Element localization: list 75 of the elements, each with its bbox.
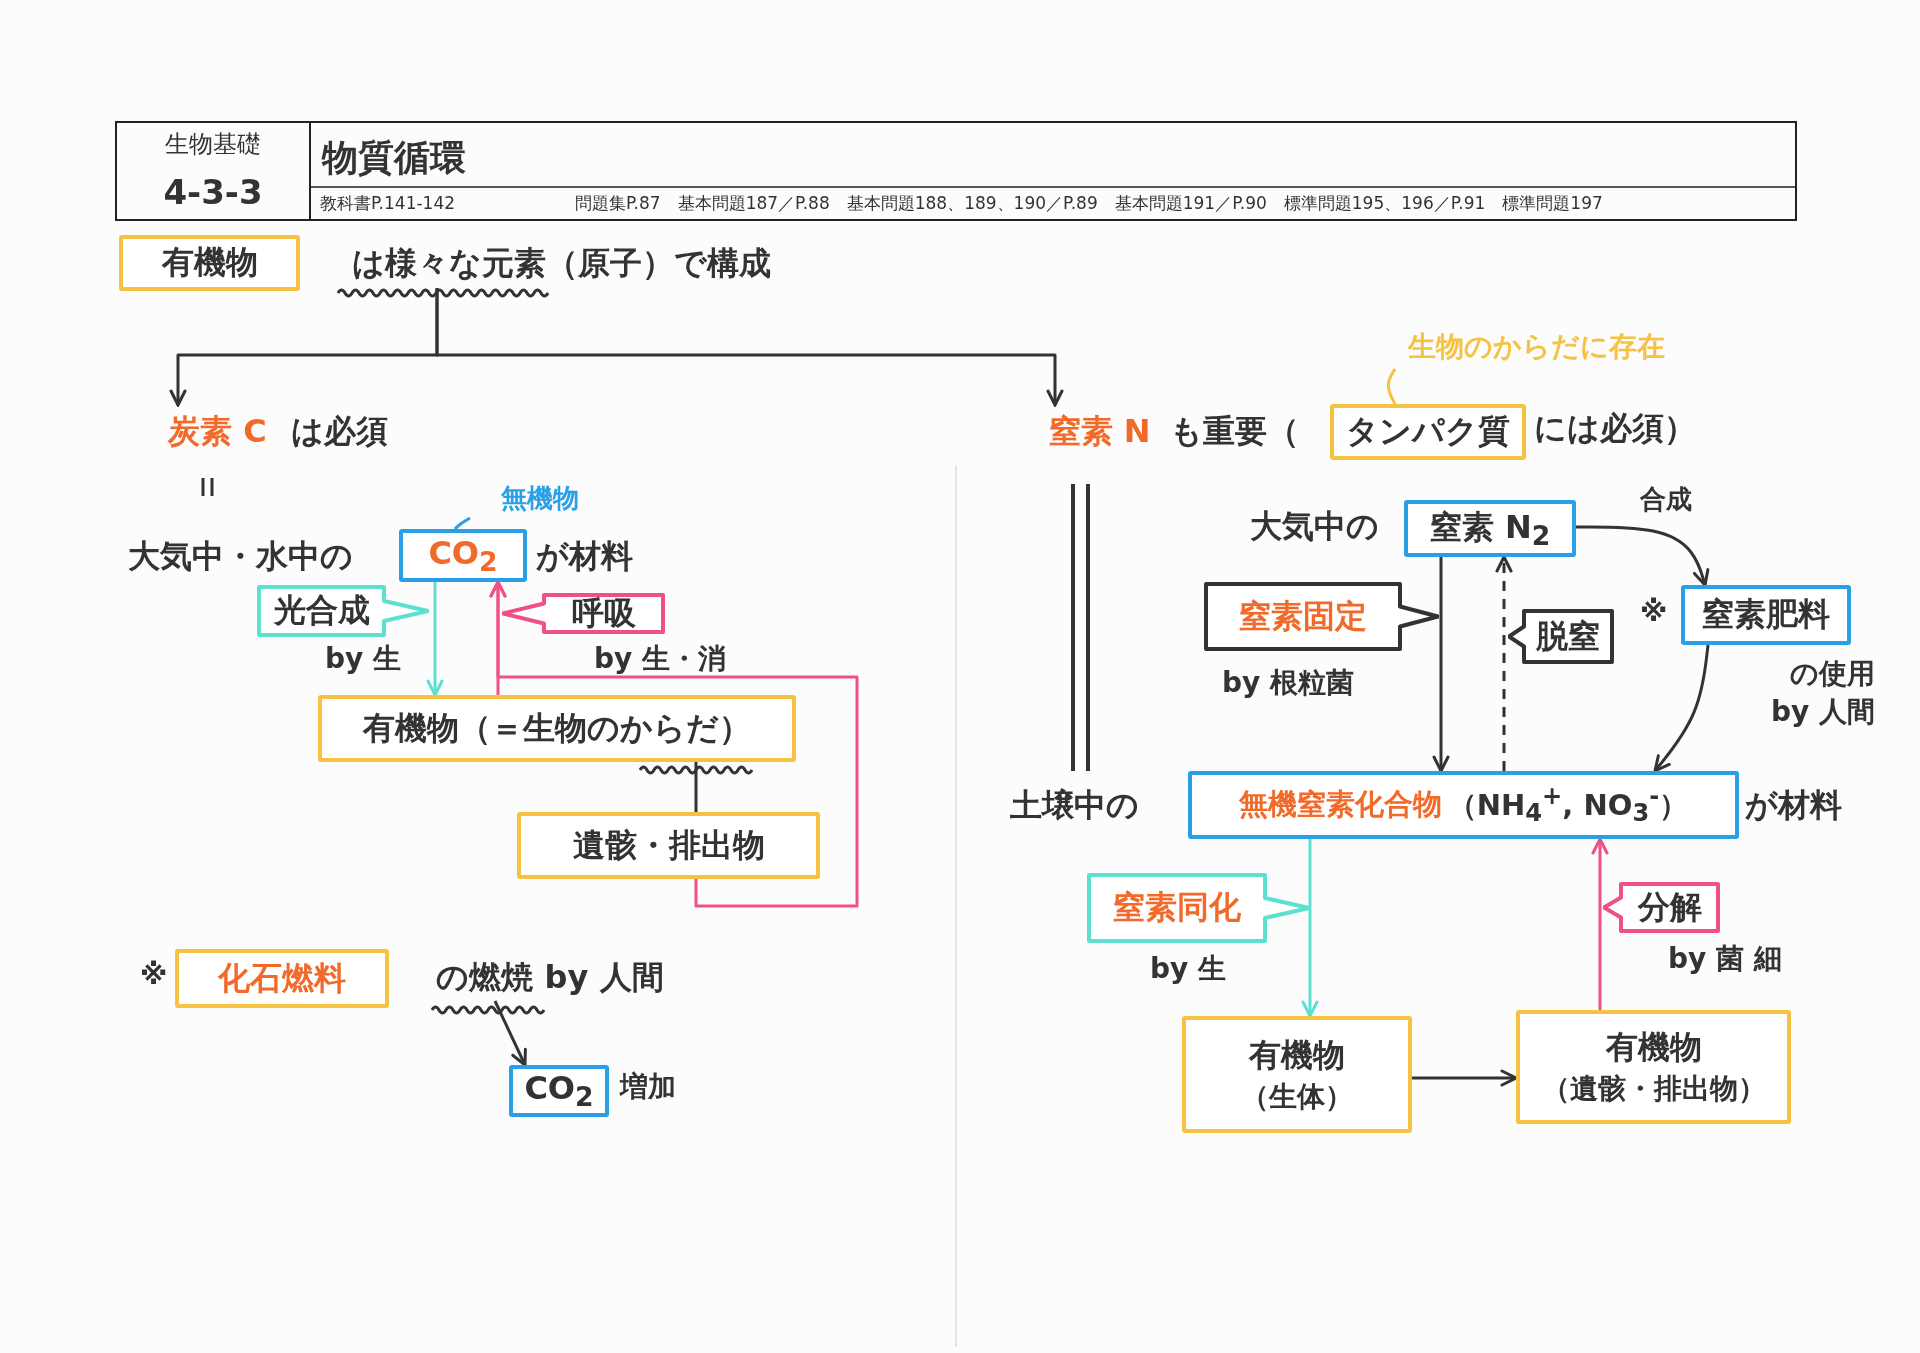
- callout-label: 分解: [1637, 886, 1702, 928]
- box-label: CO$_{2}$: [428, 533, 498, 578]
- concept-box: [119, 235, 300, 291]
- concept-box: [1182, 1016, 1412, 1133]
- callout-label: 窒素固定: [1239, 595, 1367, 637]
- concept-box: [1681, 585, 1851, 645]
- arrow: [1591, 837, 1609, 1010]
- arrow: [1412, 1069, 1518, 1087]
- note-text: by 生: [1150, 951, 1227, 987]
- label-text: 生物基礎: [164, 129, 262, 160]
- arrow: [1301, 839, 1319, 1018]
- arrow: [426, 582, 444, 697]
- connector-line: [694, 762, 698, 812]
- concept-box: [1188, 771, 1739, 839]
- heading-text: 窒素 N: [1048, 411, 1151, 452]
- note-text: の使用 by 人間: [1769, 656, 1875, 730]
- note-text: は様々な元素（原子）で構成: [306, 240, 816, 288]
- arrow: [1495, 555, 1513, 771]
- box-label: CO$_{2}$: [524, 1069, 594, 1113]
- heading-text: 炭素 C: [168, 411, 267, 452]
- note-text: 無機物: [465, 478, 615, 518]
- label-text: 教科書P.141-142: [320, 192, 456, 215]
- box-label: 無機窒素化合物: [1238, 786, 1442, 823]
- heading-text: も重要（: [1170, 411, 1300, 452]
- connector-line: [1386, 368, 1397, 405]
- arrow: [1653, 644, 1710, 773]
- box-label: 窒素 N$_{2}$: [1429, 506, 1551, 552]
- arrow: [435, 288, 1064, 407]
- label-text: 大気中・水中の: [128, 536, 353, 577]
- box-label: 有機物: [1249, 1034, 1345, 1076]
- note-text: by 菌 細: [1668, 941, 1782, 977]
- callout-label: 脱窒: [1536, 615, 1600, 657]
- arrow: [1432, 557, 1450, 773]
- box-label: 有機物（＝生物のからだ）: [363, 707, 751, 749]
- concept-box: [1516, 1010, 1791, 1124]
- label-text: が材料: [1745, 785, 1842, 826]
- box-label: （生体）: [1241, 1078, 1353, 1115]
- label-text: 4-3-3: [162, 172, 264, 212]
- arrow: [1576, 525, 1710, 587]
- note-text: 増加: [620, 1069, 676, 1105]
- callout-label: 呼吸: [571, 592, 636, 634]
- label-text: には必須）: [1534, 408, 1696, 449]
- box-label: 有機物: [1605, 1027, 1702, 1068]
- note-text: の燃焼 by 人間: [400, 955, 700, 1001]
- concept-box: [509, 1065, 609, 1117]
- label-text: 土壌中の: [1010, 785, 1139, 826]
- concept-box: [399, 529, 527, 582]
- box-label: （NH$_{4}$$^{+}$, NO$_{3}$$^{-}$）: [1447, 782, 1689, 828]
- note-text: by 生・消: [594, 641, 727, 677]
- note-text: 生物のからだに存在: [1371, 325, 1701, 369]
- concept-box: [175, 949, 389, 1008]
- callout-label: 光合成: [273, 590, 370, 631]
- note-text: by 根粒菌: [1222, 665, 1355, 701]
- concept-box: [1404, 500, 1576, 557]
- callout-label: 窒素同化: [1113, 887, 1241, 928]
- title-text: 物質循環: [322, 136, 466, 180]
- label-text: 大気中の: [1250, 506, 1379, 547]
- box-label: 有機物: [161, 242, 258, 283]
- box-label: （遺骸・排出物）: [1541, 1071, 1766, 1107]
- arrow: [489, 580, 859, 908]
- arrow: [493, 1000, 527, 1067]
- note-text: ※: [140, 958, 168, 991]
- concept-box: [318, 695, 796, 762]
- box-label: 遺骸・排出物: [572, 824, 765, 866]
- concept-box: [1330, 404, 1526, 460]
- note-text: by 生: [325, 641, 402, 677]
- connector-line: [453, 516, 471, 531]
- label-text: 問題集P.87 基本問題187／P.88 基本問題188、189、190／P.89 基本問題191／P.90 標準問題195、196／P.91 標準問題197: [575, 192, 1603, 215]
- box-label: 化石燃料: [218, 957, 346, 999]
- label-text: が材料: [536, 536, 633, 577]
- box-label: 窒素肥料: [1702, 594, 1830, 635]
- box-label: タンパク質: [1346, 411, 1510, 452]
- heading-text: は必須: [290, 411, 388, 452]
- note-text: ※: [1640, 595, 1668, 628]
- concept-box: [517, 812, 820, 879]
